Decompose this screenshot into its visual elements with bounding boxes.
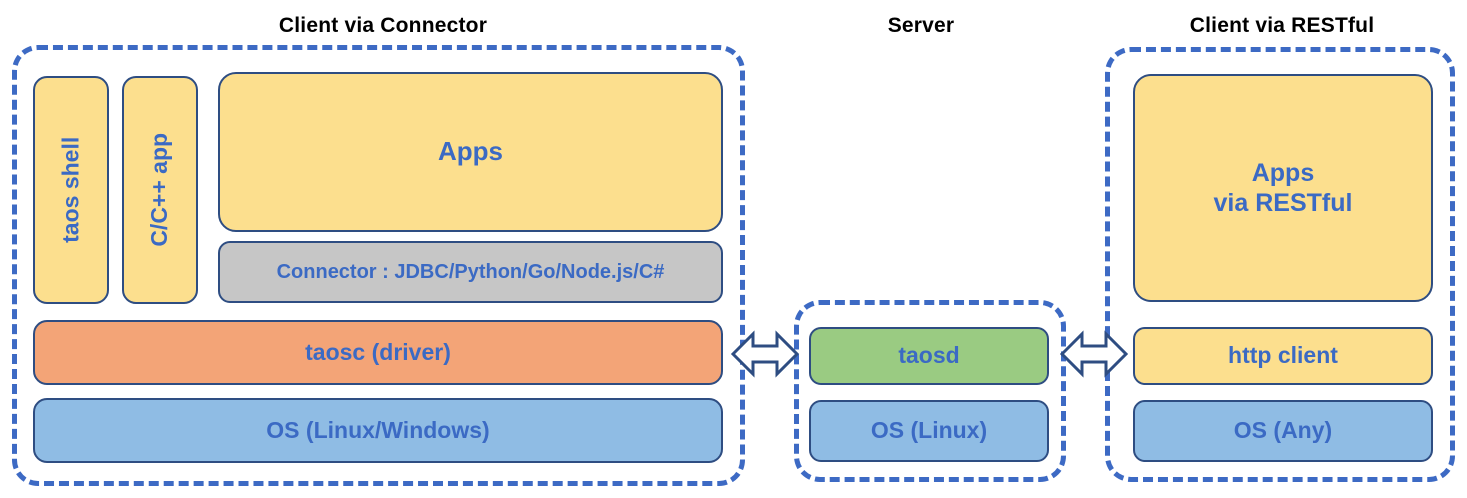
- box-apps-via-restful-line1: Apps: [1251, 159, 1315, 187]
- box-taosd-label: taosd: [898, 342, 960, 369]
- section-title-client-via-restful: Client via RESTful: [1189, 14, 1375, 37]
- panel-client-via-connector: [12, 45, 745, 486]
- box-taosc-driver-label: taosc (driver): [305, 338, 451, 365]
- bidirectional-arrow-icon-right: [1060, 330, 1128, 378]
- box-os-linux-label: OS (Linux): [870, 417, 988, 444]
- box-apps-label: Apps: [438, 136, 503, 167]
- panel-server: [794, 300, 1066, 482]
- box-connector-libraries: Connector : JDBC/Python/Go/Node.js/C#: [218, 241, 723, 303]
- section-title-server: Server: [887, 14, 955, 37]
- box-apps-via-restful-label: Apps via RESTful: [1214, 158, 1353, 218]
- box-taosd: taosd: [809, 327, 1049, 385]
- box-http-client-label: http client: [1228, 342, 1338, 369]
- box-apps-via-restful-line2: via RESTful: [1213, 189, 1353, 217]
- box-os-any-label: OS (Any): [1233, 417, 1333, 444]
- box-http-client: http client: [1133, 327, 1433, 385]
- bidirectional-arrow-icon-left: [731, 330, 799, 378]
- box-os-any: OS (Any): [1133, 400, 1433, 462]
- box-os-linux: OS (Linux): [809, 400, 1049, 462]
- box-taosc-driver: taosc (driver): [33, 320, 723, 385]
- box-os-linux-windows-label: OS (Linux/Windows): [266, 416, 490, 443]
- box-taos-shell: taos shell: [33, 76, 109, 304]
- box-c-cpp-app-label: C/C++ app: [146, 133, 173, 247]
- box-os-linux-windows: OS (Linux/Windows): [33, 398, 723, 463]
- box-c-cpp-app: C/C++ app: [122, 76, 198, 304]
- box-apps: Apps: [218, 72, 723, 232]
- panel-client-via-restful: [1105, 47, 1455, 482]
- box-taos-shell-label: taos shell: [57, 136, 84, 244]
- section-title-client-via-connector: Client via Connector: [278, 14, 488, 37]
- box-connector-libraries-label: Connector : JDBC/Python/Go/Node.js/C#: [276, 261, 665, 283]
- box-apps-via-restful: Apps via RESTful: [1133, 74, 1433, 302]
